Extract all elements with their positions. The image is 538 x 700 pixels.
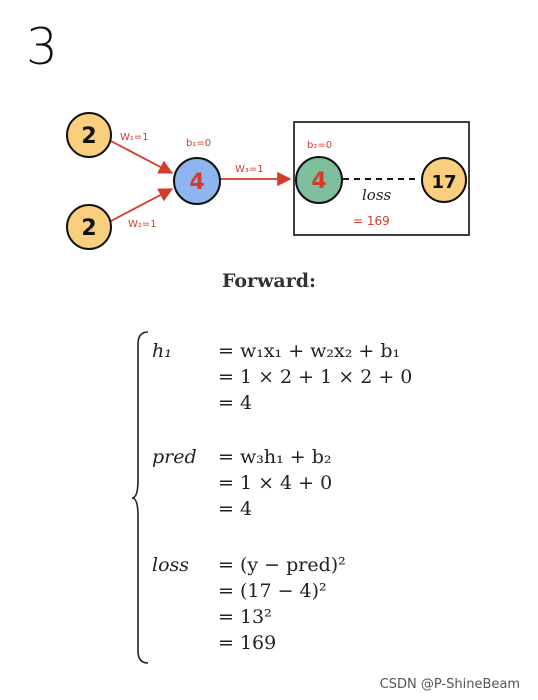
hidden-node — [173, 157, 221, 205]
output-box — [293, 121, 470, 236]
equation-expression: = 169 — [218, 632, 277, 654]
equation-expression: = 1 × 2 + 1 × 2 + 0 — [218, 366, 413, 388]
edge-label-w1: W₁=1 — [120, 132, 149, 143]
equation-expression: = (y − pred)² — [218, 554, 346, 576]
equation-expression: = 4 — [218, 498, 253, 520]
left-brace — [132, 331, 149, 664]
equation-expression: = 1 × 4 + 0 — [218, 472, 333, 494]
equation-variable: loss — [152, 554, 190, 576]
bias-label-b2: b₂=0 — [307, 140, 332, 151]
page-number: 3 — [26, 18, 58, 76]
edge-w2 — [108, 188, 174, 223]
input-node-2 — [66, 204, 112, 250]
edge-label-w3: W₃=1 — [235, 164, 264, 175]
target-node — [421, 157, 467, 203]
edge-label-w2: W₂=1 — [128, 219, 157, 230]
loss-label: loss — [362, 186, 392, 204]
output-node-label: 4 — [311, 169, 326, 194]
hidden-node-label: 4 — [189, 170, 204, 195]
loss-value: = 169 — [353, 214, 390, 228]
forward-heading: Forward: — [221, 270, 317, 292]
equation-expression: = (17 − 4)² — [218, 580, 327, 602]
equation-variable: h₁ — [152, 340, 172, 362]
output-node — [295, 156, 343, 204]
equation-expression: = 13² — [218, 606, 272, 628]
input-node-1 — [66, 112, 112, 158]
equation-expression: = w₁x₁ + w₂x₂ + b₁ — [218, 340, 401, 362]
input-node-2-label: 2 — [81, 216, 96, 241]
target-node-label: 17 — [431, 172, 456, 193]
edge-w1 — [108, 139, 174, 174]
equation-variable: pred — [152, 446, 197, 468]
bias-label-b1: b₁=0 — [186, 138, 211, 149]
input-node-1-label: 2 — [81, 124, 96, 149]
equation-expression: = 4 — [218, 392, 253, 414]
neural-network-diagram: W₁=1 W₂=1 W₃=1 b₁=0 b₂=0 2 2 4 4 17 loss… — [66, 112, 470, 250]
equation-expression: = w₃h₁ + b₂ — [218, 446, 332, 468]
watermark: CSDN @P-ShineBeam — [379, 677, 520, 692]
